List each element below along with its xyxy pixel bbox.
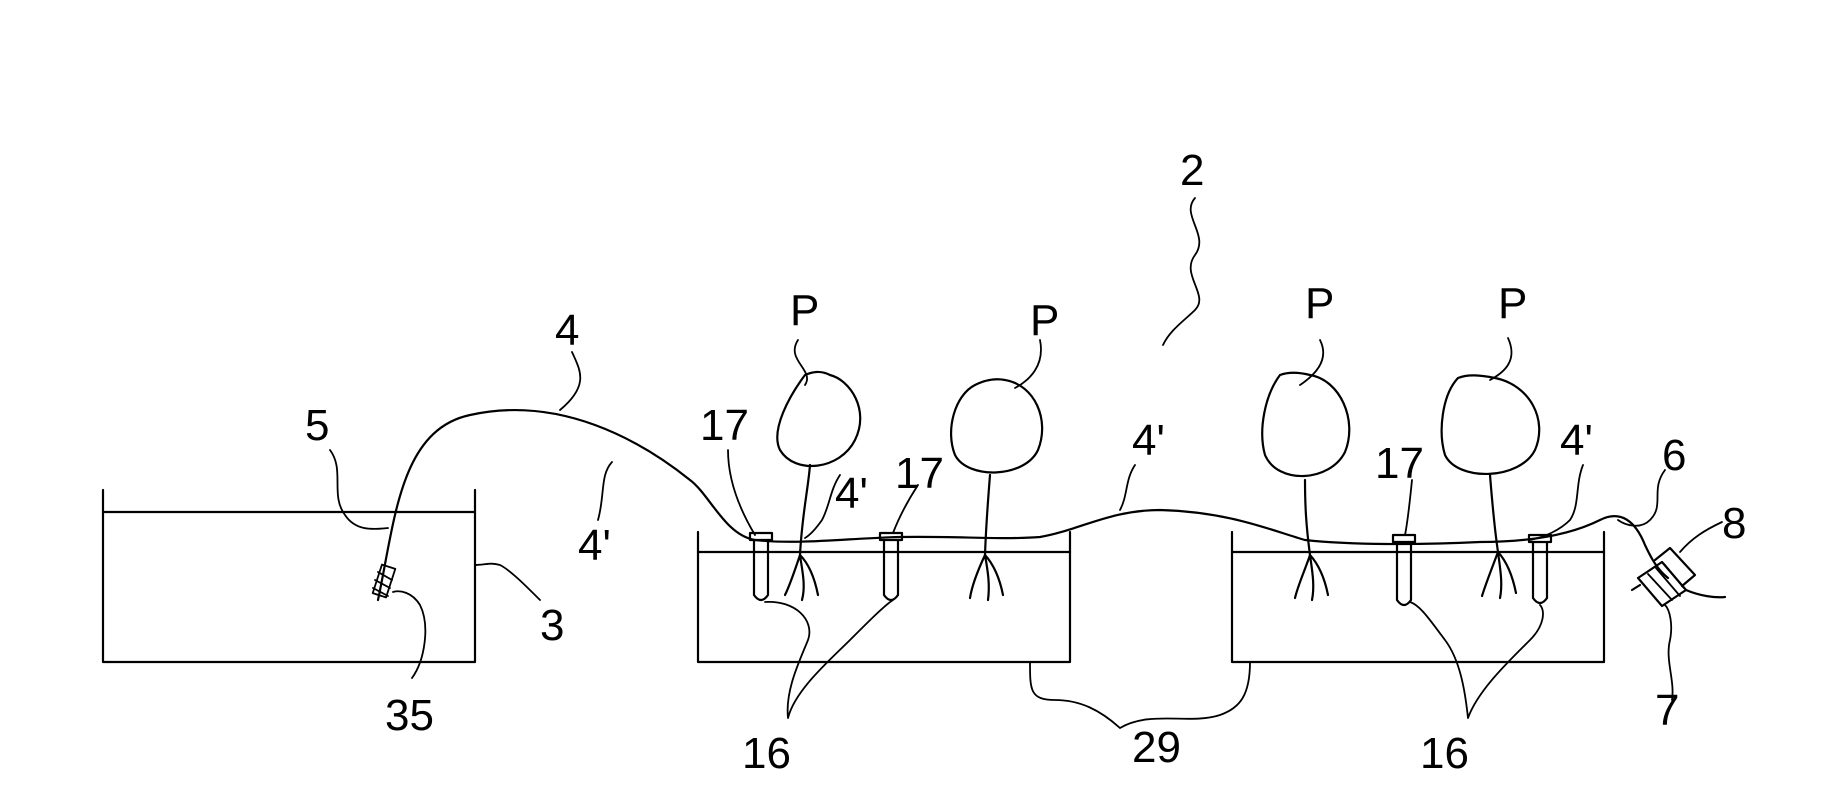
label-plant-3: P	[1305, 279, 1334, 328]
label-hose-seg-4: 4'	[1560, 416, 1593, 465]
label-plant-1: P	[790, 286, 819, 335]
label-hose-seg-3: 4'	[1132, 416, 1165, 465]
label-valve: 7	[1655, 686, 1679, 735]
label-system: 2	[1180, 146, 1204, 195]
label-plant-4: P	[1498, 279, 1527, 328]
supply-tank	[103, 490, 475, 662]
dripper-2	[880, 533, 902, 600]
main-hose	[378, 410, 1668, 600]
label-emitter-right: 16	[1420, 729, 1469, 778]
dripper-3	[1393, 535, 1415, 605]
dripper-1	[750, 533, 772, 600]
outlet-valve	[1632, 548, 1725, 606]
label-dripper-b: 17	[895, 449, 944, 498]
plant-2	[951, 379, 1042, 600]
label-filter: 35	[385, 691, 434, 740]
label-hose-main: 4	[555, 306, 579, 355]
label-cap: 8	[1722, 499, 1746, 548]
plant-3	[1262, 373, 1349, 600]
plant-4	[1442, 375, 1540, 598]
reference-labels: 2 4 4' 4' 4' 4' 5 3 35 17 17 17 16 16 29…	[305, 146, 1746, 778]
label-hose-seg-2: 4'	[835, 469, 868, 518]
label-emitter-left: 16	[742, 729, 791, 778]
tray-right	[1232, 532, 1604, 662]
label-dripper-a: 17	[700, 401, 749, 450]
label-tank: 3	[540, 601, 564, 650]
label-outlet-end: 6	[1662, 431, 1686, 480]
dripper-4	[1529, 535, 1551, 603]
label-plant-2: P	[1030, 296, 1059, 345]
label-inlet-end: 5	[305, 401, 329, 450]
label-trays: 29	[1132, 723, 1181, 772]
label-hose-seg-1: 4'	[578, 521, 611, 570]
label-dripper-c: 17	[1375, 439, 1424, 488]
